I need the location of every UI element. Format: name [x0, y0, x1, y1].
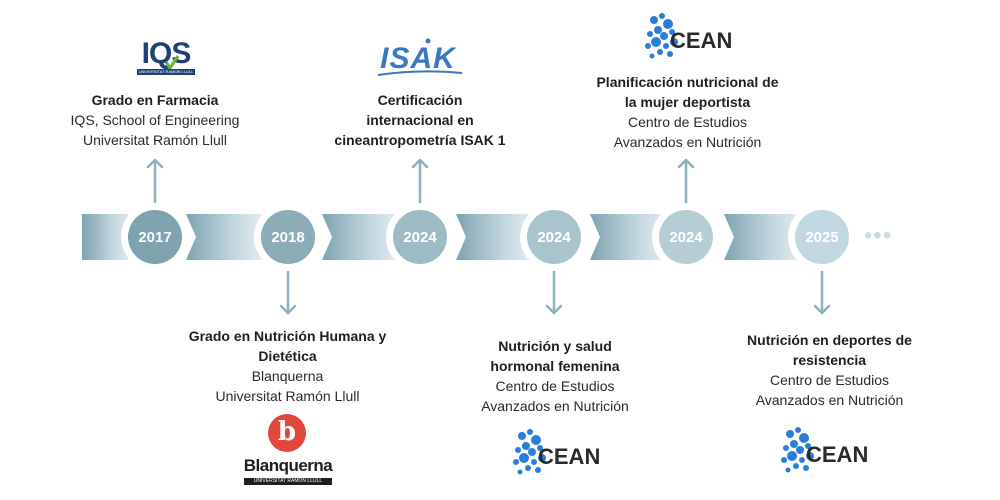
iqs-logo-mark: IQS: [137, 37, 195, 75]
blanquerna-sub: UNIVERSITAT RAMON LLULL: [244, 478, 332, 485]
cean-molecule-icon: CEAN: [513, 429, 600, 475]
band-segment: [590, 214, 676, 260]
event-line: Universitat Ramón Llull: [215, 388, 360, 404]
event-title-line: resistencia: [792, 352, 867, 368]
event-line: Avanzados en Nutrición: [613, 134, 762, 150]
year-circle-2025: 2025: [795, 210, 849, 264]
event-title: Grado en Farmacia: [91, 92, 219, 108]
event-title-line: Nutrición en deportes de: [747, 332, 912, 348]
event-line: IQS, School of Engineering: [70, 112, 240, 128]
event-title-line: internacional en: [366, 112, 474, 128]
event-title-line: hormonal femenina: [490, 358, 620, 374]
event-title-line: Dietética: [258, 348, 317, 364]
blanquerna-wordmark: Blanquerna: [243, 456, 333, 475]
event-title-line: Nutrición y salud: [498, 338, 612, 354]
event-title-line: Grado en Nutrición Humana y: [188, 328, 387, 344]
event-line: Avanzados en Nutrición: [755, 392, 904, 408]
event-line: Centro de Estudios: [495, 378, 615, 394]
cean-wordmark: CEAN: [670, 28, 732, 53]
more-indicator: •••: [864, 222, 893, 249]
year-circle-2024-c: 2024: [659, 210, 713, 264]
event-block-resistencia: Nutrición en deportes de resistencia Cen…: [712, 330, 947, 410]
isak-logo-mark: ISAK: [377, 38, 463, 76]
event-title-line: la mujer deportista: [624, 94, 751, 110]
event-title-line: cineantropometría ISAK 1: [334, 132, 506, 148]
event-block-nutricion-humana: Grado en Nutrición Humana y Dietética Bl…: [160, 326, 415, 406]
band-segment: [186, 214, 272, 260]
svg-text:ISAK: ISAK: [380, 42, 457, 75]
event-line: Centro de Estudios: [769, 372, 890, 388]
cean-molecule-icon: CEAN: [781, 427, 868, 473]
event-line: Universitat Ramón Llull: [83, 132, 227, 148]
cean-logo: CEAN: [640, 12, 740, 62]
iqs-logo: IQS UNIVERSITAT RAMON LLULL: [134, 36, 198, 78]
cean-wordmark: CEAN: [538, 444, 600, 469]
band-segment: [724, 214, 810, 260]
blanquerna-logo: b Blanquerna UNIVERSITAT RAMON LLULL: [238, 414, 338, 488]
cean-molecule-icon: CEAN: [645, 13, 732, 59]
blanquerna-mark-icon: b: [268, 414, 306, 452]
isak-logo: ISAK: [372, 36, 468, 82]
event-title-line: Planificación nutricional de: [596, 74, 779, 90]
band-segment: [322, 214, 408, 260]
year-circle-2024-b: 2024: [527, 210, 581, 264]
event-block-mujer-deportista: Planificación nutricional de la mujer de…: [565, 72, 810, 152]
cean-wordmark: CEAN: [806, 442, 868, 467]
event-block-farmacia: Grado en Farmacia IQS, School of Enginee…: [55, 90, 255, 150]
event-title-line: Certificación: [377, 92, 463, 108]
year-circle-2024-a: 2024: [393, 210, 447, 264]
event-line: Avanzados en Nutrición: [481, 398, 629, 414]
cean-logo: CEAN: [776, 426, 876, 476]
iqs-logo-sub: UNIVERSITAT RAMON LLULL: [138, 69, 194, 74]
event-block-isak: Certificación internacional en cineantro…: [300, 90, 540, 150]
band-segment: [456, 214, 542, 260]
cean-logo: CEAN: [508, 428, 608, 478]
event-line: Centro de Estudios: [627, 114, 748, 130]
year-circle-2017: 2017: [128, 210, 182, 264]
event-block-hormonal: Nutrición y salud hormonal femenina Cent…: [430, 336, 680, 416]
svg-text:IQS: IQS: [142, 37, 191, 70]
year-circle-2018: 2018: [261, 210, 315, 264]
band-segment: [82, 214, 138, 260]
event-line: Blanquerna: [251, 368, 324, 384]
